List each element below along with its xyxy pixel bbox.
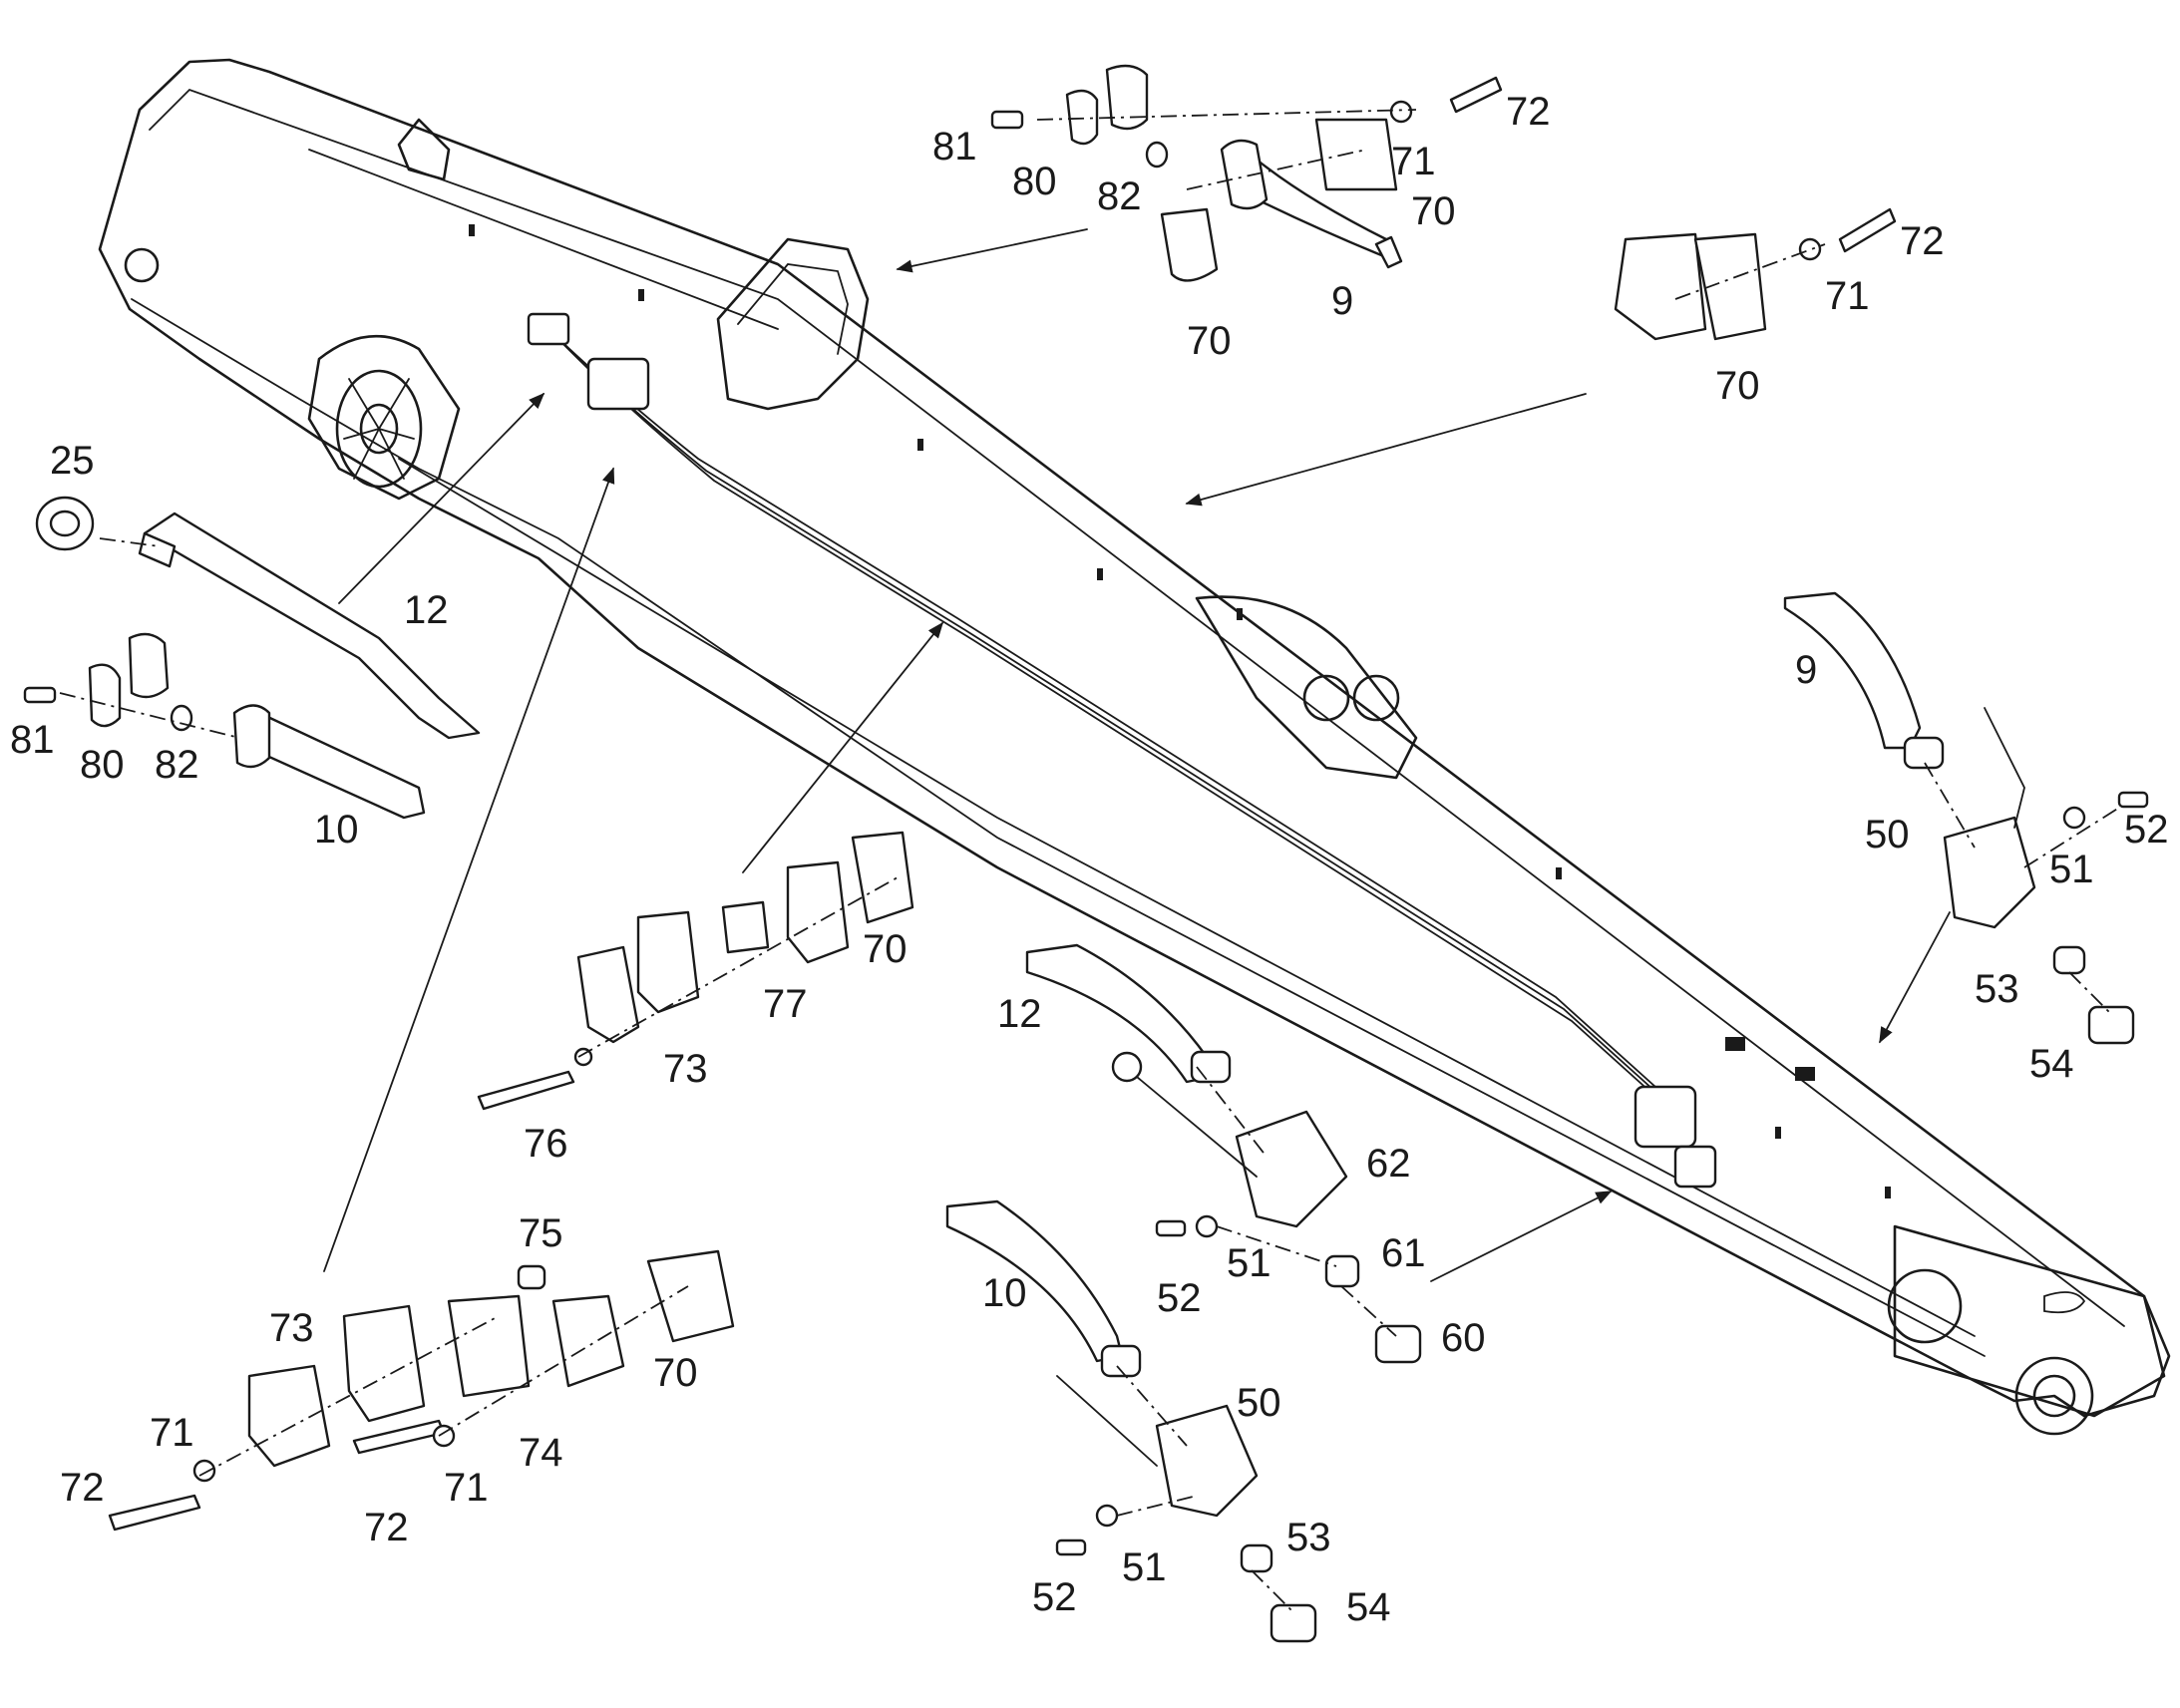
label-72-top: 72: [1506, 90, 1551, 134]
part-labels: 81 80 82 71 72 70 9 70 72 71 70 25 12 81…: [10, 90, 2169, 1629]
flange-set-left: [23, 496, 271, 769]
label-50-right: 50: [1865, 813, 1910, 856]
pipe-9-top: [1225, 158, 1403, 269]
pipe-10-lower: [945, 1199, 1124, 1363]
valve-assembly-62: [1111, 1050, 1422, 1364]
label-62: 62: [1366, 1142, 1411, 1186]
pipe-9-right: [1783, 591, 1922, 750]
label-10-left: 10: [314, 808, 359, 852]
label-50-lower: 50: [1237, 1381, 1281, 1425]
label-54-right: 54: [2029, 1042, 2074, 1086]
label-52-right: 52: [2124, 808, 2169, 852]
label-80-top: 80: [1012, 160, 1057, 203]
label-12-lower: 12: [997, 992, 1042, 1036]
label-72-right: 72: [1900, 219, 1945, 263]
label-70-top-a: 70: [1411, 189, 1456, 233]
label-70-right: 70: [1715, 364, 1760, 408]
label-54-lower: 54: [1346, 1585, 1391, 1629]
label-70-low: 70: [653, 1351, 698, 1395]
flange-set-top: [990, 64, 1767, 341]
label-53-lower: 53: [1286, 1516, 1331, 1559]
leader-arrows: [323, 228, 1951, 1282]
label-51-a: 51: [1227, 1241, 1272, 1285]
label-12-left: 12: [404, 588, 449, 632]
label-51-b: 51: [1122, 1545, 1167, 1589]
label-71-low-a: 71: [150, 1411, 194, 1455]
label-9-right: 9: [1795, 648, 1817, 692]
label-52-b: 52: [1032, 1575, 1077, 1619]
label-61: 61: [1381, 1231, 1426, 1275]
label-76: 76: [524, 1122, 568, 1166]
label-53-right: 53: [1975, 967, 2019, 1011]
label-75: 75: [519, 1211, 563, 1255]
pipe-12: [138, 512, 481, 740]
label-74: 74: [519, 1431, 563, 1475]
valve-assembly-50-lower: [1055, 1344, 1317, 1643]
label-52-a: 52: [1157, 1276, 1202, 1320]
label-71-right: 71: [1825, 274, 1870, 318]
label-73-mid: 73: [663, 1047, 708, 1091]
label-82-left: 82: [155, 743, 199, 787]
excavator-boom: [98, 58, 2171, 1436]
center-lines: [59, 109, 2120, 1611]
label-81-top: 81: [932, 125, 977, 169]
clamp-set-middle: [477, 831, 914, 1111]
label-71-low-b: 71: [444, 1466, 489, 1510]
label-81-left: 81: [10, 718, 55, 762]
label-70-top-b: 70: [1187, 319, 1232, 363]
clamp-set-lower-left: [108, 1249, 735, 1532]
label-10-lower: 10: [982, 1271, 1027, 1315]
label-60: 60: [1441, 1316, 1486, 1360]
label-72-low-a: 72: [60, 1466, 105, 1510]
label-82-top: 82: [1097, 174, 1142, 218]
label-72-low-b: 72: [364, 1506, 409, 1549]
label-73-low: 73: [269, 1306, 314, 1350]
label-25: 25: [50, 439, 95, 483]
valve-assembly-50-right: [1903, 707, 2149, 1045]
label-80-left: 80: [80, 743, 125, 787]
label-70-mid: 70: [863, 927, 908, 971]
label-71-top: 71: [1391, 140, 1436, 183]
label-9-top: 9: [1331, 279, 1353, 323]
label-51-right: 51: [2049, 848, 2094, 891]
flange-top-right-71-72: [1389, 76, 1897, 261]
label-77: 77: [763, 982, 808, 1026]
